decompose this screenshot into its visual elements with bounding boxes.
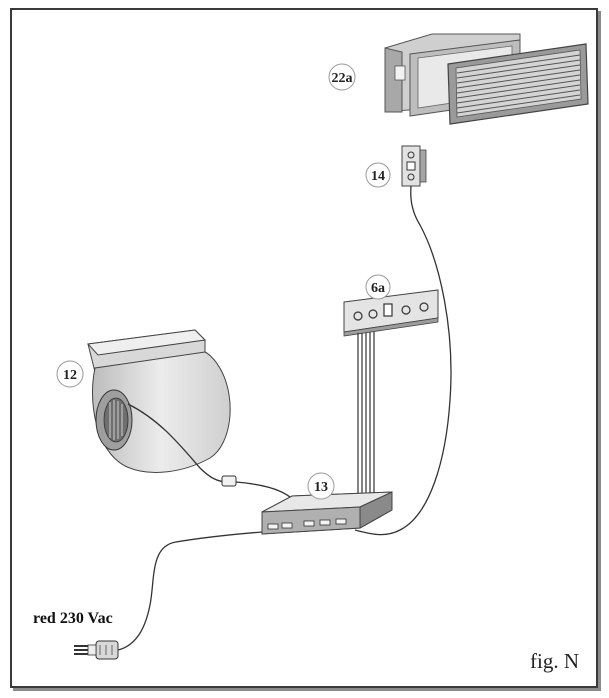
callout-label-13: 13 xyxy=(314,480,328,495)
mains-cable xyxy=(117,531,263,651)
grille-assembly xyxy=(384,33,589,125)
callout-22a: 22a xyxy=(328,63,356,91)
callout-13: 13 xyxy=(307,472,335,500)
mains-plug xyxy=(74,640,119,660)
switch-component xyxy=(401,145,427,187)
callout-label-6a: 6a xyxy=(371,281,385,296)
fan-connector xyxy=(221,475,237,487)
figure-caption: fig. N xyxy=(530,649,579,673)
blower-fan xyxy=(86,329,231,473)
ribbon-cable xyxy=(357,332,375,520)
control-box xyxy=(261,491,393,535)
callout-6a: 6a xyxy=(365,274,391,300)
control-panel xyxy=(343,289,439,337)
callout-14: 14 xyxy=(365,162,391,188)
supply-label: red 230 Vac xyxy=(33,610,113,627)
callout-label-22a: 22a xyxy=(332,71,353,86)
callout-label-14: 14 xyxy=(371,169,385,184)
callout-12: 12 xyxy=(56,360,84,388)
switch-cable xyxy=(354,185,452,536)
callout-label-12: 12 xyxy=(63,368,77,383)
